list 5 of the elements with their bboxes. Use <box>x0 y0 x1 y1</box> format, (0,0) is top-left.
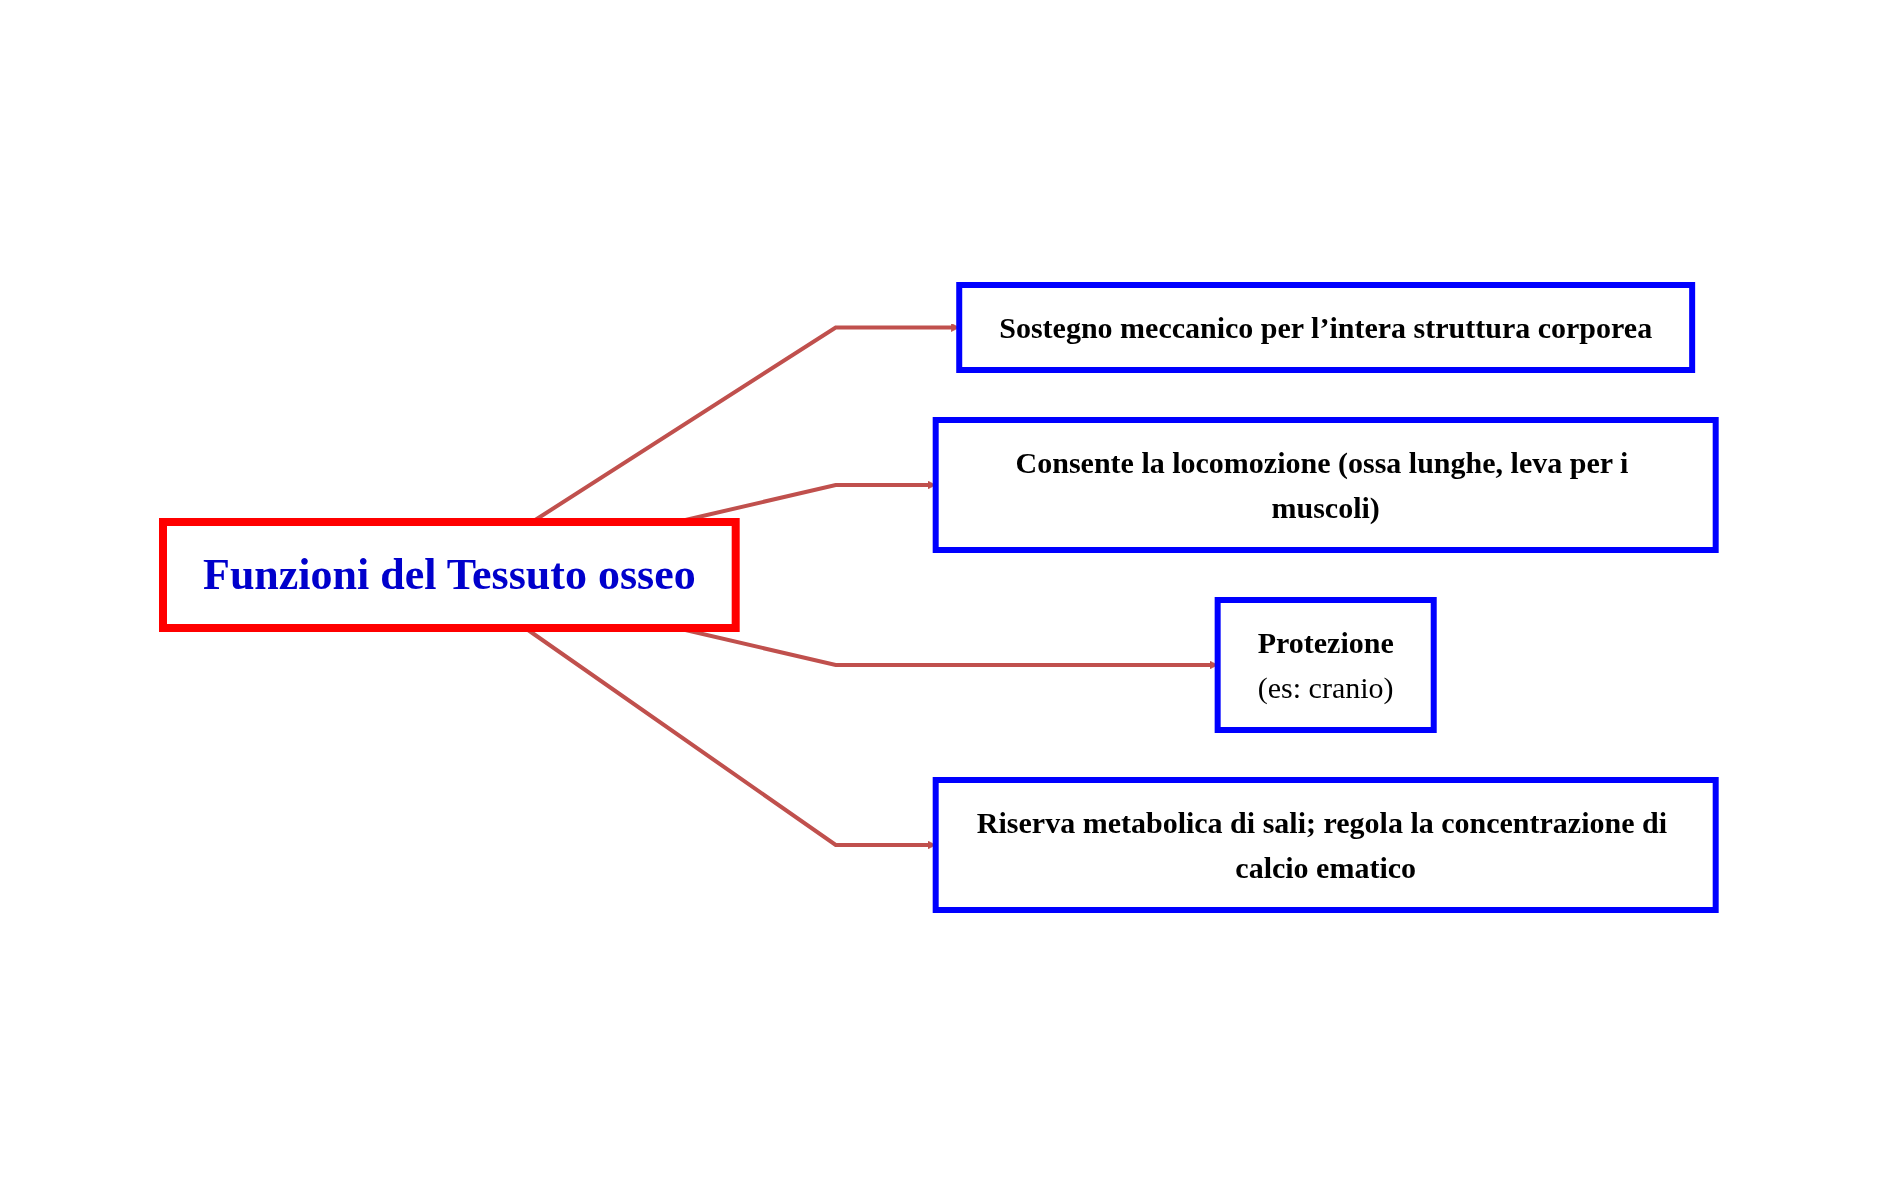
node-box: Sostegno meccanico per l’intera struttura corporea <box>955 281 1695 373</box>
node-box: Consente la locomozione (ossa lunghe, leva per i muscoli) <box>932 416 1719 553</box>
node-box: Riserva metabolica di sali; regola la concentrazione di calcio ematico <box>932 776 1719 913</box>
node-box: Protezione (es: cranio) <box>1214 596 1437 733</box>
node-box: Funzioni del Tessuto osseo <box>158 517 740 632</box>
